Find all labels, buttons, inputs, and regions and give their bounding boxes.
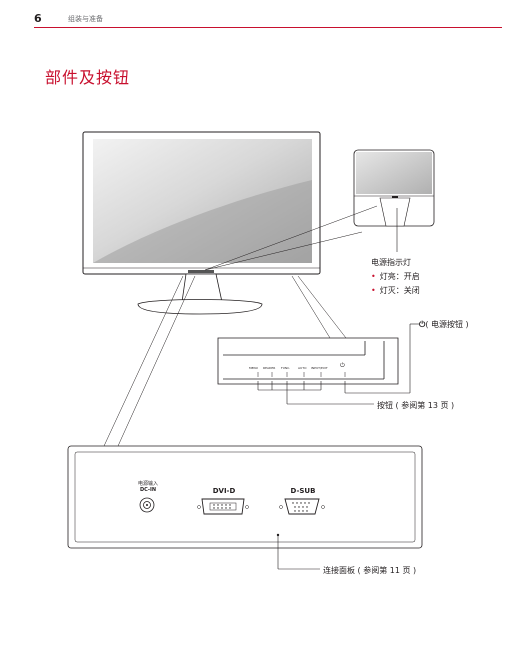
power-indicator-item-on: •灯亮：开启 <box>371 272 420 281</box>
power-button-icon: ⏻ <box>340 362 345 369</box>
dc-in-label: DC-IN <box>139 487 157 493</box>
power-indicator-item-off: •灯灭：关闭 <box>371 286 420 295</box>
power-button-callout: ⏻( 电源按钮 ) <box>419 320 469 329</box>
section-title: 部件及按钮 <box>45 68 131 87</box>
buttons-callout: 按钮 ( 参阅第 13 页 ) <box>377 401 455 410</box>
power-icon: ⏻ <box>419 320 426 329</box>
connection-panel-callout: 连接面板 ( 参阅第 11 页 ) <box>323 566 417 575</box>
button-label-func: FUNC. <box>281 366 291 370</box>
button-label-input-exit: INPUT/EXIT <box>311 366 328 370</box>
page-number: 6 <box>34 12 42 25</box>
button-label-auto: AUTO <box>298 366 307 370</box>
bullet-icon: • <box>371 286 376 295</box>
power-indicator-title: 电源指示灯 <box>371 258 411 267</box>
power-indicator-zoom <box>353 149 435 227</box>
d-sub-label: D-SUB <box>290 487 316 495</box>
power-input-label: 电源输入 <box>137 481 158 487</box>
dvi-d-label: DVI-D <box>212 487 236 495</box>
button-panel-zoom <box>217 337 399 385</box>
button-label-reader: READER <box>263 366 276 370</box>
connection-panel <box>67 445 423 549</box>
bullet-icon: • <box>371 272 376 281</box>
button-label-menu: MENU <box>249 366 258 370</box>
monitor-front <box>82 131 321 315</box>
chapter-title: 组装与准备 <box>68 15 103 23</box>
header-divider <box>34 27 502 28</box>
